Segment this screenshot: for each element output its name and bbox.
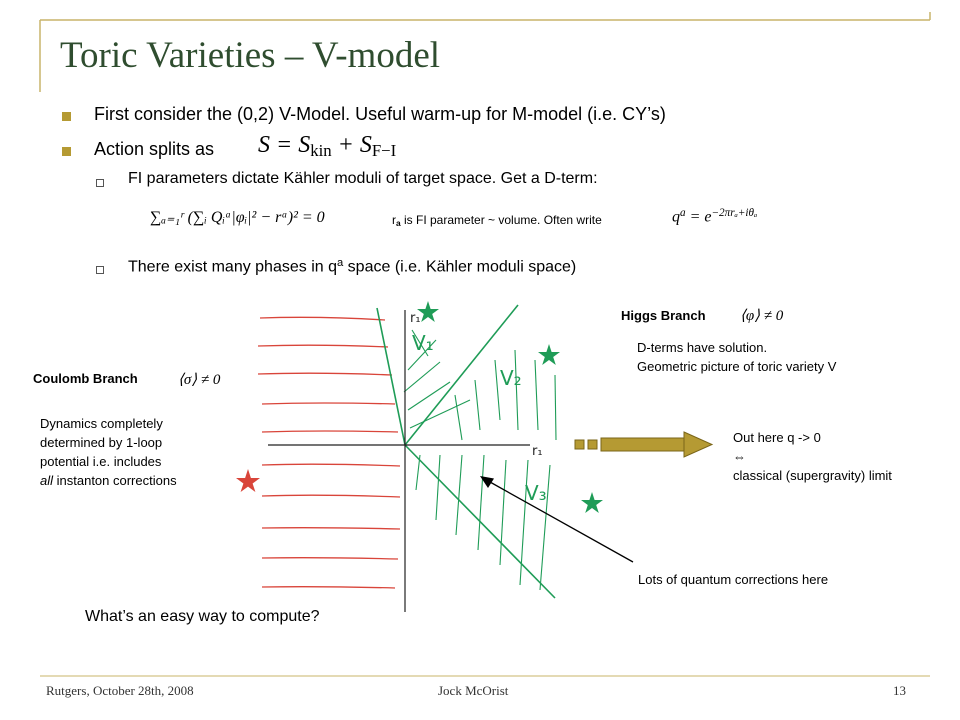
question-text: What’s an easy way to compute? <box>85 608 320 625</box>
star-icon <box>581 492 603 513</box>
fi-note: ra is FI parameter ~ volume. Often write <box>392 213 602 229</box>
quantum-corrections-note: Lots of quantum corrections here <box>638 572 829 587</box>
classical-limit-arrow <box>574 431 714 458</box>
cone-label-v1: V₁ <box>412 331 434 355</box>
coulomb-formula: ⟨σ⟩ ≠ 0 <box>178 372 221 388</box>
action-formula: S = Skin + SF−I <box>258 132 397 161</box>
star-icon <box>538 344 560 365</box>
classical-limit-note: Out here q -> 0 ⇔ classical (supergravit… <box>733 430 892 483</box>
coulomb-branch-label: Coulomb Branch <box>33 371 138 386</box>
footer-author: Jock McOrist <box>438 683 509 698</box>
cone-walls <box>376 304 556 599</box>
bullet-vmodel: First consider the (0,2) V-Model. Useful… <box>94 104 666 124</box>
star-icon <box>417 301 439 322</box>
slide-title: Toric Varieties – V-model <box>60 35 441 76</box>
vertical-axis-label: r₁ <box>410 311 421 326</box>
coulomb-hatching <box>257 316 401 589</box>
bullet-action: Action splits as <box>94 139 215 159</box>
dterm-formula: ∑ₐ₌₁ʳ (∑ᵢ Qᵢᵃ|φᵢ|² − rᵃ)² = 0 <box>150 209 325 226</box>
star-icon <box>236 469 260 492</box>
bullet-marker <box>62 147 71 156</box>
higgs-formula: ⟨φ⟩ ≠ 0 <box>740 308 784 324</box>
sub-bullet-phases: There exist many phases in qa space (i.e… <box>128 257 577 276</box>
sub-bullet-fi: FI parameters dictate Kähler moduli of t… <box>128 170 598 187</box>
dterms-note: D-terms have solution. Geometric picture… <box>637 340 837 374</box>
cone-label-v3: V₃ <box>525 481 547 505</box>
dynamics-note: Dynamics completely determined by 1-loop… <box>40 416 177 488</box>
footer-venue: Rutgers, October 28th, 2008 <box>46 683 194 698</box>
horizontal-axis-label: r₁ <box>532 444 543 459</box>
page-number: 13 <box>893 683 906 698</box>
higgs-branch-label: Higgs Branch <box>621 308 706 323</box>
cone-hatching <box>403 329 557 591</box>
q-formula: qa = e−2πrₐ+iθₐ <box>672 207 758 226</box>
bullet-marker <box>62 112 71 121</box>
cone-label-v2: V₂ <box>500 366 522 390</box>
sub-bullet-marker <box>96 179 104 187</box>
quantum-pointer-arrow <box>480 476 634 563</box>
axes <box>268 310 530 612</box>
sub-bullet-marker <box>96 266 104 274</box>
